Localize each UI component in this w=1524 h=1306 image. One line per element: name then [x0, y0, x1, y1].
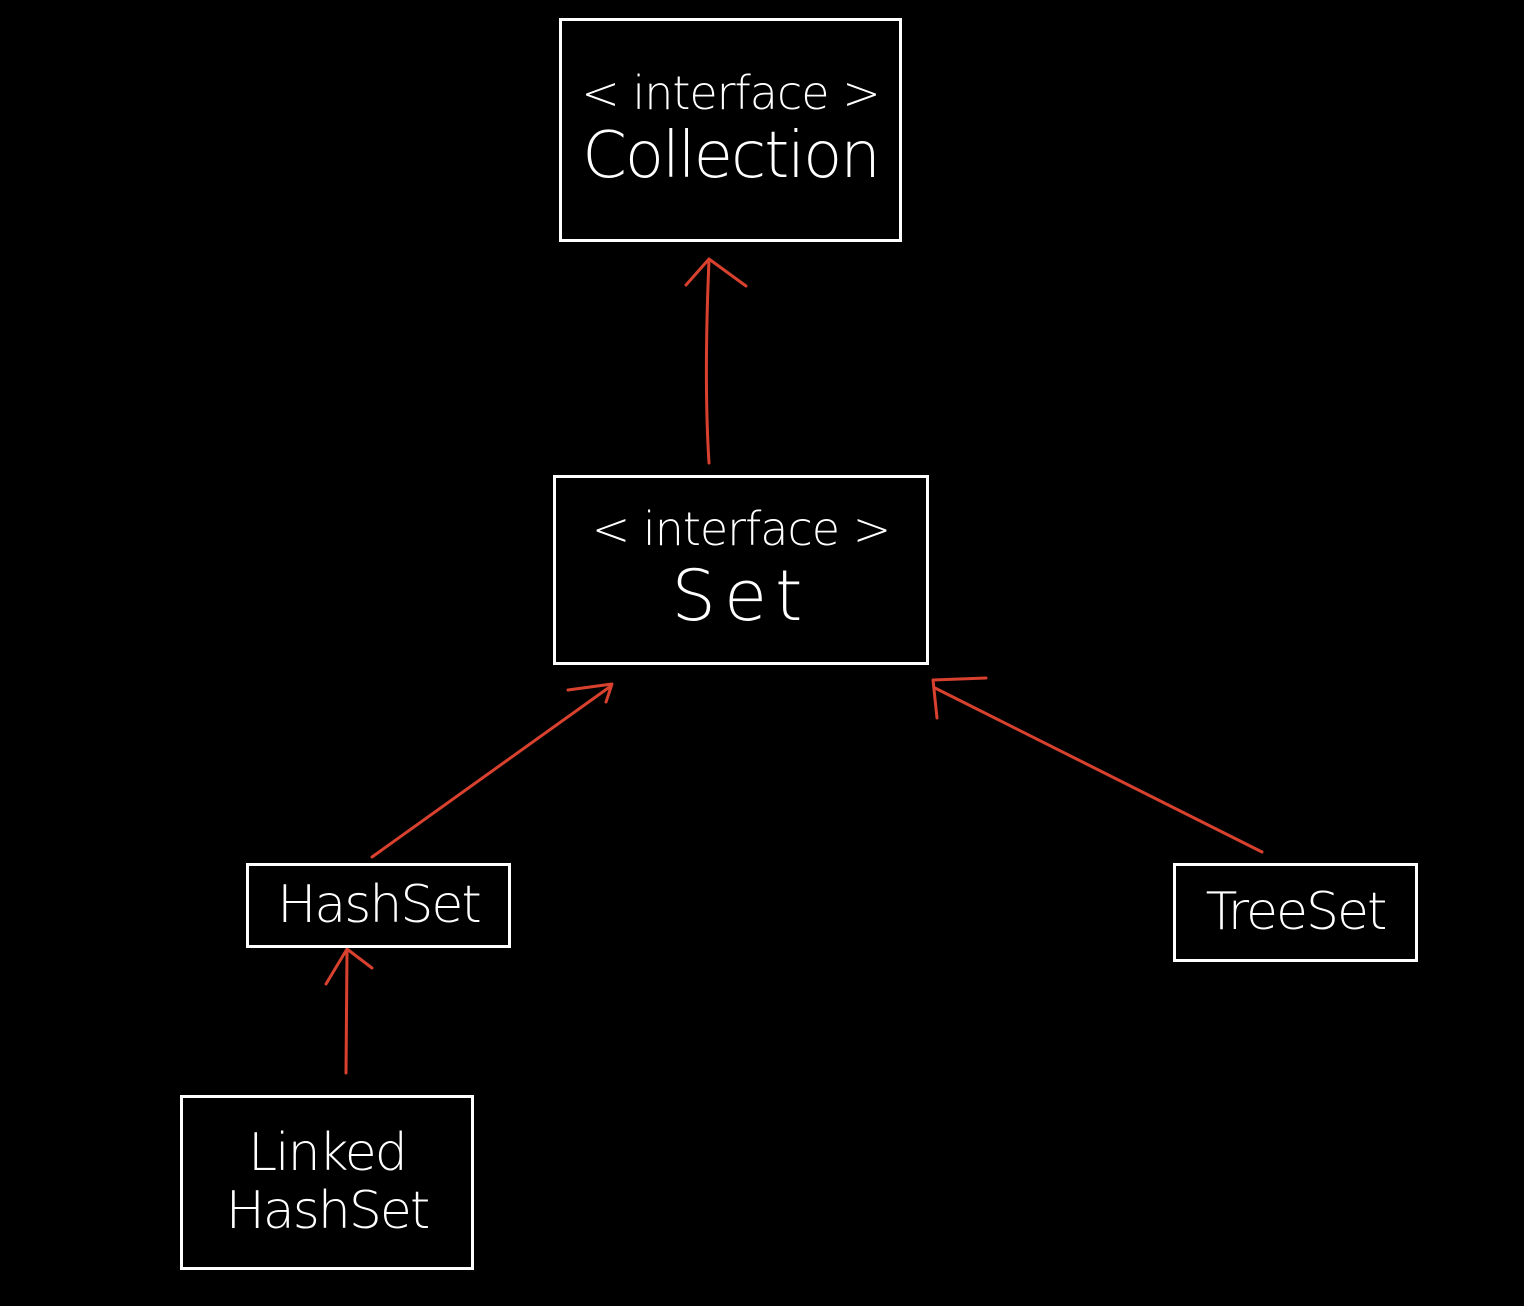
class-name-linked-line2: HashSet: [225, 1180, 430, 1241]
class-name-linked-line1: Linked: [248, 1123, 408, 1184]
class-name-hashset: HashSet: [277, 874, 481, 935]
arrow-treeset-to-set: [931, 676, 1264, 854]
class-name-set: Set: [671, 555, 811, 638]
class-name-collection: Collection: [582, 118, 881, 193]
linkedhashset-class-box: Linked HashSet: [180, 1095, 474, 1270]
hashset-class-box: HashSet: [246, 863, 511, 948]
class-name-treeset: TreeSet: [1205, 881, 1388, 942]
arrow-hashset-to-set: [370, 682, 614, 859]
arrow-linkedhashset-to-hashset: [324, 947, 374, 1075]
collection-interface-box: < interface > Collection: [559, 18, 902, 242]
arrow-set-to-collection: [684, 257, 748, 465]
stereotype-label: < interface >: [591, 502, 891, 557]
set-interface-box: < interface > Set: [553, 475, 929, 665]
stereotype-label: < interface >: [581, 65, 880, 120]
treeset-class-box: TreeSet: [1173, 863, 1418, 962]
